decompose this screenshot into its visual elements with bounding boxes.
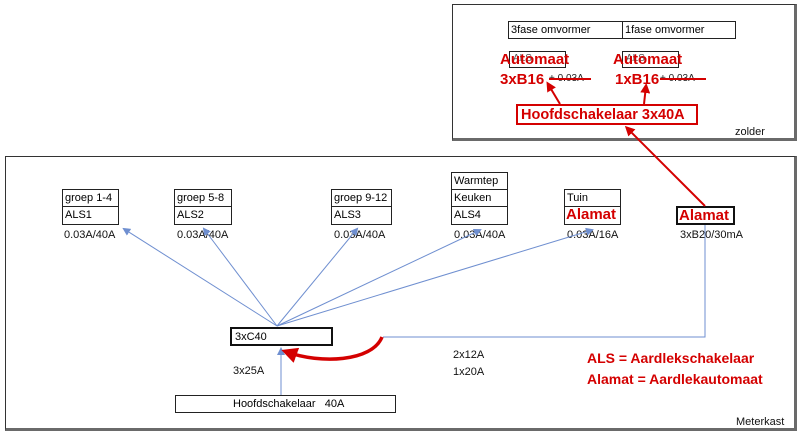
group-2-row-2: ALS2 — [177, 209, 204, 221]
group-box-2: groep 5-8 ALS2 — [174, 189, 232, 225]
group-2-rating: 0.03A/40A — [177, 229, 229, 241]
meterkast-frame — [5, 156, 797, 431]
breaker-left-title: Automaat — [500, 51, 570, 68]
inverter-3fase: 3fase omvormer — [509, 22, 623, 38]
meterkast-label: Meterkast — [736, 416, 785, 428]
group-4-rating: 0.03A/40A — [454, 229, 506, 241]
group-box-5: Tuin Alamat — [564, 189, 621, 225]
group-5-row-2: Alamat — [566, 207, 617, 223]
breaker-right-rating: 1xB16 — [615, 71, 660, 88]
fuse-note: 3x25A — [233, 365, 265, 377]
breaker-left-rating: 3xB16 — [500, 71, 545, 88]
group-5-rating: 0.03A/16A — [567, 229, 619, 241]
legend-line-1: ALS = Aardlekschakelaar — [587, 350, 755, 366]
zolder-main-switch: Hoofdschakelaar 3x40A — [516, 104, 698, 125]
breaker-right-box: ALS — [622, 51, 679, 68]
group-box-4: Warmtep Keuken ALS4 — [451, 172, 508, 225]
group-4-row-1: Warmtep — [452, 173, 507, 190]
group-5-row-1: Tuin — [565, 190, 620, 207]
inverter-1fase: 1fase omvormer — [625, 24, 705, 36]
breaker-right-strike-line — [660, 78, 706, 80]
breaker-left-strike-line — [549, 78, 591, 80]
breaker-left-box: ALS — [509, 51, 566, 68]
group-3-row-2: ALS3 — [334, 209, 361, 221]
cable-note-1: 2x12A — [453, 349, 485, 361]
group-3-rating: 0.03A/40A — [334, 229, 386, 241]
group-4-row-2: Keuken — [452, 190, 507, 207]
zolder-frame — [452, 4, 797, 141]
main-breaker-box: 3xC40 — [230, 327, 333, 346]
group-2-row-1: groep 5-8 — [175, 190, 231, 207]
inverter-table: 3fase omvormer 1fase omvormer — [508, 21, 736, 39]
meterkast-main-switch: Hoofdschakelaar 40A — [175, 395, 396, 413]
zolder-label: zolder — [735, 126, 765, 138]
cable-note-2: 1x20A — [453, 366, 485, 378]
breaker-right-hidden-label: ALS — [626, 53, 645, 64]
group-box-3: groep 9-12 ALS3 — [331, 189, 392, 225]
group-3-row-1: groep 9-12 — [332, 190, 391, 207]
group-4-row-3: ALS4 — [454, 209, 481, 221]
legend-line-2: Alamat = Aardlekautomaat — [587, 371, 763, 387]
group-1-row-2: ALS1 — [65, 209, 92, 221]
solar-alamat-box: Alamat — [676, 206, 735, 225]
group-1-row-1: groep 1-4 — [63, 190, 118, 207]
breaker-right-title: Automaat — [613, 51, 683, 68]
group-1-rating: 0.03A/40A — [64, 229, 116, 241]
breaker-left-hidden-label: ALS — [513, 53, 532, 64]
group-box-1: groep 1-4 ALS1 — [62, 189, 119, 225]
solar-alamat-rating: 3xB20/30mA — [680, 229, 743, 241]
